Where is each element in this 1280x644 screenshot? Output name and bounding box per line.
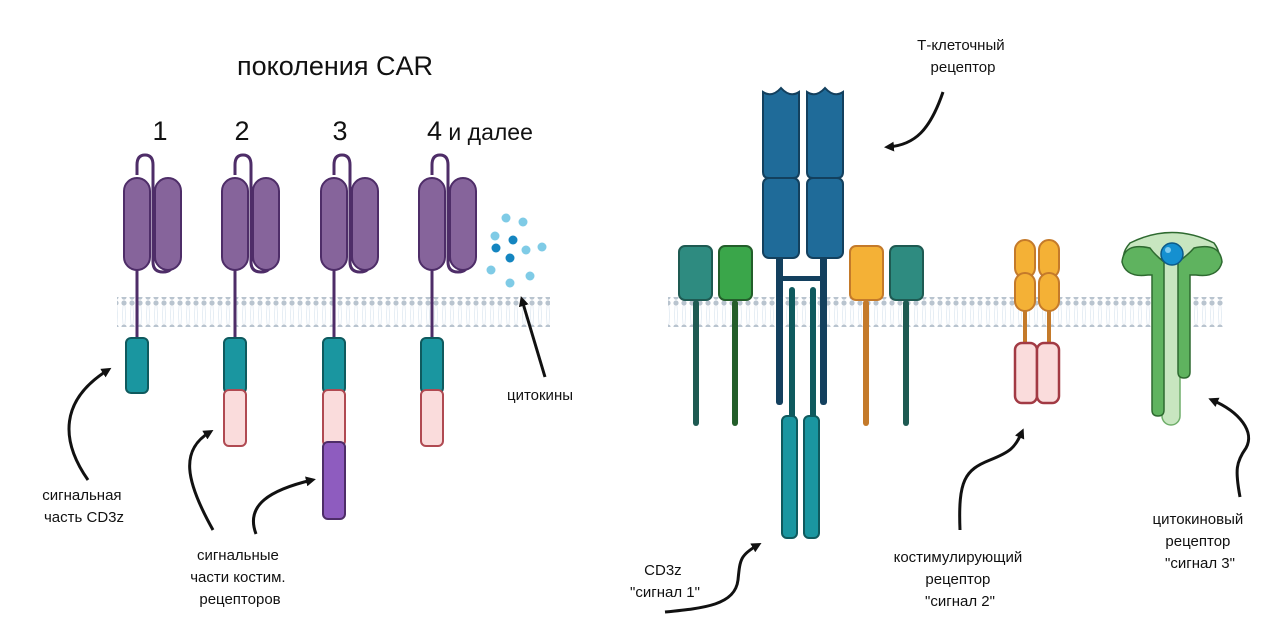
cytokine-particle	[491, 243, 501, 253]
costim-signal-parts-line-1: сигнальные	[197, 547, 279, 564]
cd3z-dimer	[781, 287, 820, 539]
cd3-orange-subunit	[849, 245, 884, 426]
arrow-to-cd3z	[664, 543, 762, 614]
costim-signal-parts-line-2: части костим.	[190, 569, 285, 586]
cytokines-label: цитокины	[507, 387, 573, 404]
generation-4-suffix: и далее	[442, 119, 533, 145]
arrow-to-cd3z-signal	[67, 367, 112, 481]
car-constructs	[123, 153, 477, 520]
cytokine-particle	[505, 278, 515, 288]
arrow-to-cytokines	[518, 296, 547, 378]
costim-receptor-label: костимулирующий рецептор "сигнал 2"	[894, 549, 1027, 610]
cd3z-signal-part-label: сигнальная часть CD3z	[42, 487, 125, 526]
car-generation-4	[418, 153, 477, 447]
left-panel-title: поколения CAR	[237, 51, 433, 81]
arrow-to-costim-gen3	[251, 476, 316, 535]
car-generation-1	[123, 153, 182, 394]
cd3z-signal-part-line-1: сигнальная	[42, 487, 121, 504]
cytokine-particle	[518, 217, 528, 227]
t-cell-receptor	[762, 86, 844, 405]
cytokines	[486, 213, 547, 288]
scfv-vl-domain	[449, 177, 477, 271]
tcr-label-line-2: рецептор	[931, 59, 996, 76]
cytokine-receptor-label: цитокиновый рецептор "сигнал 3"	[1153, 511, 1248, 572]
arrow-to-tcr	[884, 91, 945, 152]
cd3-green-subunit	[718, 245, 753, 426]
cytokine-particle	[508, 235, 518, 245]
cytokine-particle	[486, 265, 496, 275]
generation-2-label: 2	[234, 116, 249, 146]
generation-4-number: 4	[427, 116, 442, 146]
costim-domain-1	[322, 389, 346, 447]
arrow-to-costim-gen2	[188, 429, 215, 531]
cd3z-domain	[223, 337, 247, 394]
scfv-vl-domain	[154, 177, 182, 271]
cd3z-signal-part-line-2: часть CD3z	[44, 509, 124, 526]
costim-receptor-line-2: рецептор	[925, 571, 990, 588]
cytokine-ligand	[1160, 242, 1184, 266]
scfv-linker	[332, 153, 372, 274]
cd3-teal-subunit-1	[678, 245, 713, 426]
cytokine-receptor-line-1: цитокиновый	[1153, 511, 1244, 528]
scfv-linker	[430, 153, 470, 274]
cytokine-particle	[501, 213, 511, 223]
generation-4-label: 4 и далее	[427, 116, 533, 146]
cytokine-particle	[505, 253, 515, 263]
cytokine-receptor-line-3: "сигнал 3"	[1165, 555, 1235, 572]
tcr-label-line-1: Т-клеточный	[917, 37, 1004, 54]
car-generation-2	[221, 153, 280, 447]
scfv-vh-domain	[221, 177, 249, 271]
generation-1-label: 1	[152, 116, 167, 146]
cytokine-particle	[525, 271, 535, 281]
cytokine-particle	[521, 245, 531, 255]
cd3z-signal1-line-2: "сигнал 1"	[630, 584, 700, 601]
cd3-teal-subunit-2	[889, 245, 924, 426]
cd3z-domain	[420, 337, 444, 394]
costim-signal-parts-label: сигнальные части костим. рецепторов	[190, 547, 290, 608]
tcr-label: Т-клеточный рецептор	[917, 37, 1009, 76]
cytokine-particle	[537, 242, 547, 252]
cytokine-particle	[490, 231, 500, 241]
scfv-linker	[233, 153, 273, 274]
cd3z-domain	[322, 337, 346, 394]
right-panel: Т-клеточный рецептор CD3z "сигнал 1" кос…	[630, 37, 1251, 614]
cytokine-receptor-line-2: рецептор	[1165, 533, 1230, 550]
scfv-linker	[135, 153, 175, 274]
cytokine-receptor	[1121, 231, 1223, 426]
generation-3-label: 3	[332, 116, 347, 146]
arrow-to-costim-receptor	[958, 428, 1025, 531]
arrow-to-cytokine-receptor	[1208, 397, 1251, 498]
cd3z-signal1-label: CD3z "сигнал 1"	[630, 562, 700, 601]
costim-signal-parts-line-3: рецепторов	[199, 591, 280, 608]
car-generation-3	[320, 153, 379, 520]
costim-domain-1	[223, 389, 247, 447]
cd3z-domain	[125, 337, 149, 394]
scfv-vh-domain	[123, 177, 151, 271]
costim-receptor-line-1: костимулирующий	[894, 549, 1023, 566]
cell-membrane-right	[668, 297, 1223, 327]
scfv-vh-domain	[320, 177, 348, 271]
costim-domain-1	[420, 389, 444, 447]
costim-receptor-line-3: "сигнал 2"	[925, 593, 995, 610]
scfv-vh-domain	[418, 177, 446, 271]
costim-domain-2	[322, 441, 346, 520]
costimulatory-receptor	[1013, 239, 1061, 405]
left-panel: поколения CAR 1 2 3 4 и далее сигнальная…	[42, 51, 573, 608]
scfv-vl-domain	[252, 177, 280, 271]
scfv-vl-domain	[351, 177, 379, 271]
cd3z-signal1-line-1: CD3z	[644, 562, 682, 579]
